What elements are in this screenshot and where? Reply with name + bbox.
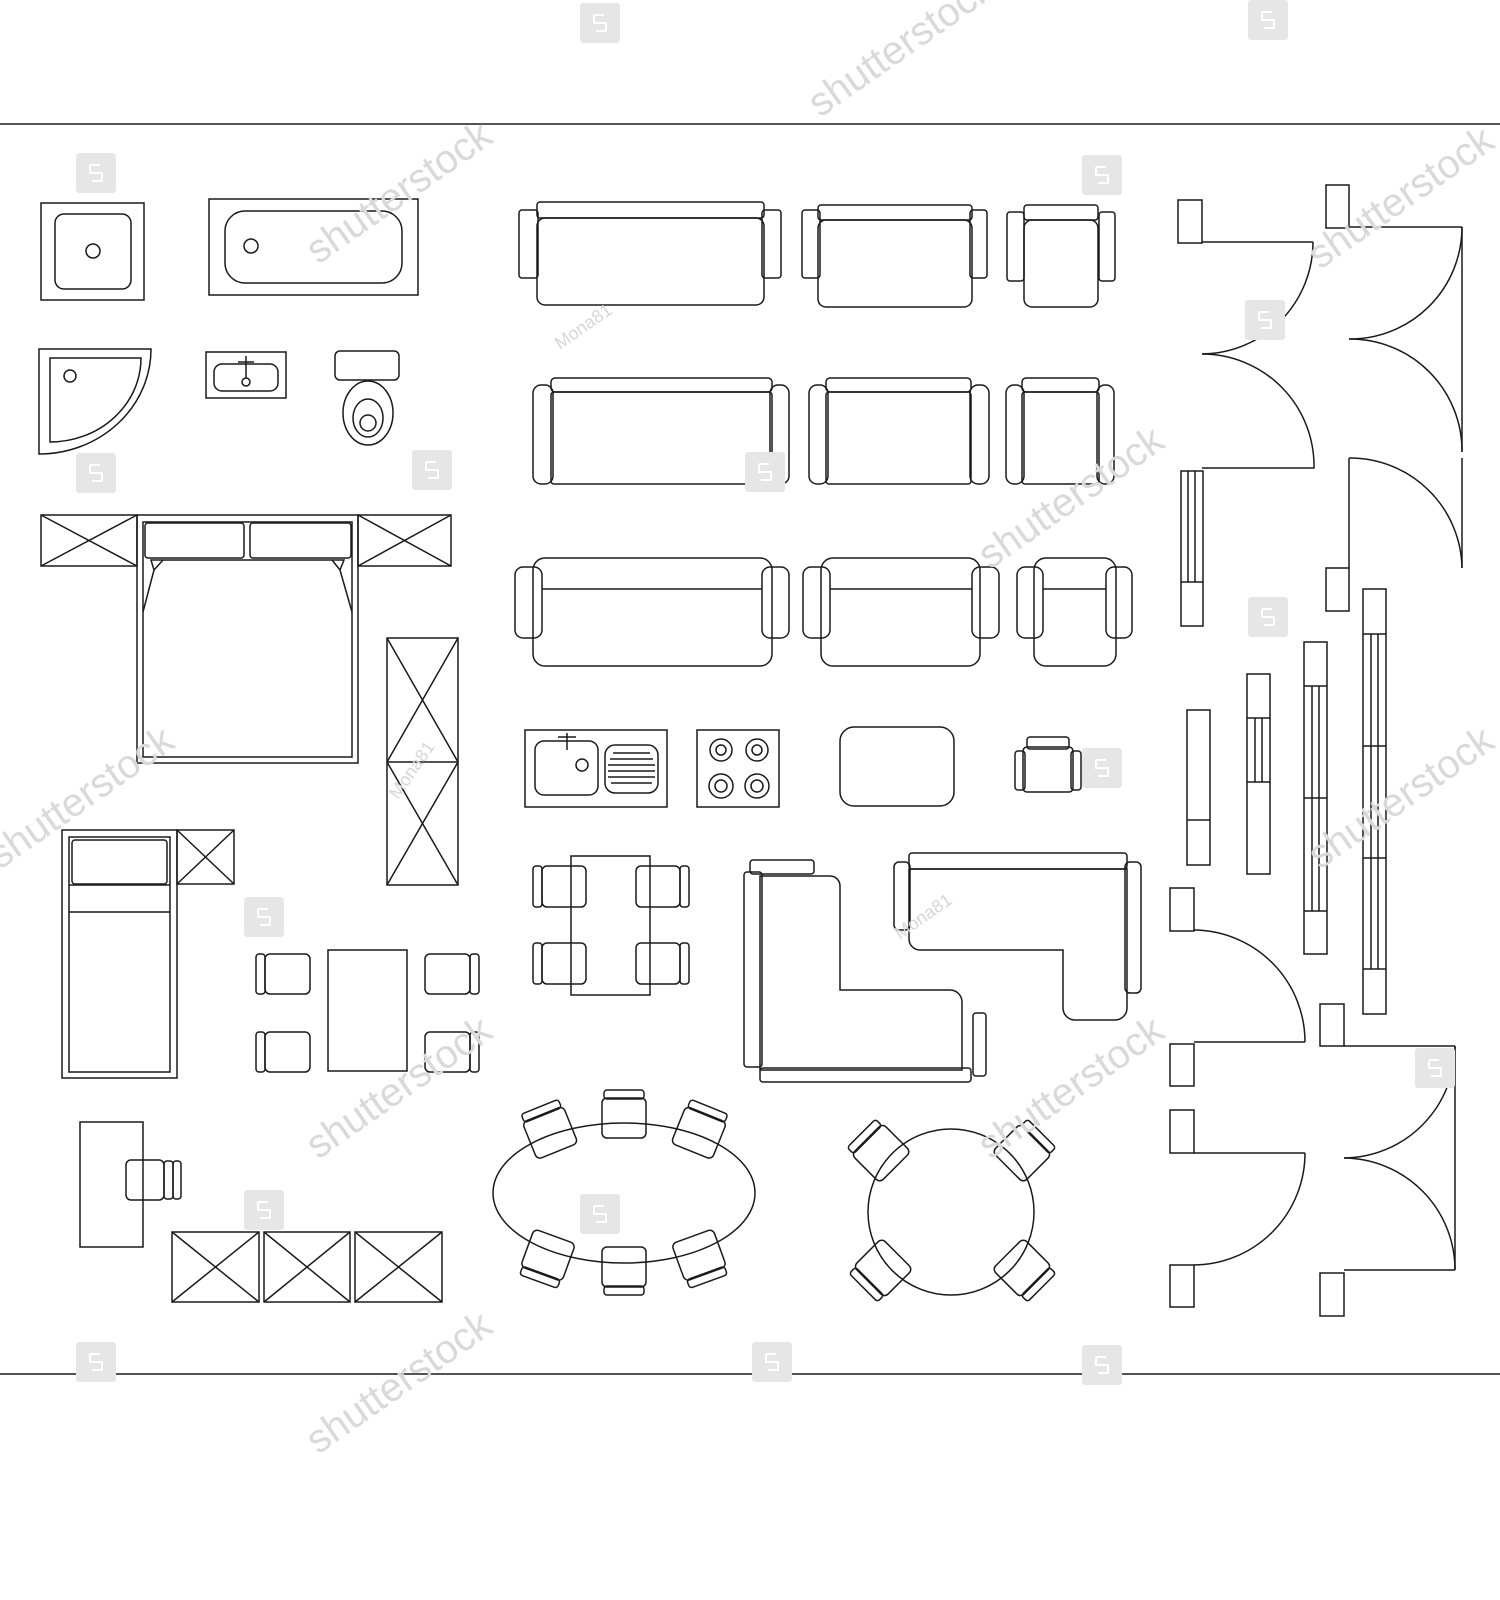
chair-icon — [671, 1099, 728, 1159]
watermark-logo — [745, 452, 785, 492]
watermark-logo — [1082, 155, 1122, 195]
door-swing-icon — [1201, 227, 1463, 469]
nightstand-icon — [176, 829, 235, 885]
watermark-text: shutterstock — [0, 717, 183, 877]
window-icon — [1246, 673, 1271, 875]
window-icon — [1186, 709, 1211, 866]
office-chair-icon — [125, 1159, 182, 1201]
watermark-text: shutterstock — [970, 417, 1173, 577]
sink-square-icon — [40, 202, 145, 301]
watermark-author: Mona81 — [551, 300, 616, 354]
watermark-logo — [1415, 1048, 1455, 1088]
rect-dining-set-icon — [532, 855, 690, 996]
nightstand-icon — [357, 514, 452, 567]
chair-icon — [849, 1239, 912, 1302]
double-door-icon — [1169, 1046, 1456, 1317]
watermark-logo — [1082, 1345, 1122, 1385]
wash-basin-icon — [205, 351, 287, 399]
window-icon — [1303, 641, 1328, 955]
door-swing-icon — [1325, 457, 1463, 612]
watermark-logo — [1082, 748, 1122, 788]
chair-icon — [521, 1099, 578, 1159]
watermark-text: shutterstock — [970, 1007, 1173, 1167]
watermark-logo — [76, 453, 116, 493]
kitchen-sink-icon — [524, 729, 668, 808]
chair-icon — [672, 1229, 728, 1289]
chair-icon — [993, 1119, 1056, 1182]
armchair-icon — [1016, 557, 1133, 667]
sofa-icon — [514, 557, 790, 667]
oval-dining-set-icon — [492, 1089, 756, 1296]
chair-icon — [532, 942, 587, 985]
wardrobe-icon — [386, 637, 459, 886]
watermark: shutterstock shutterstock shutterstock s… — [0, 0, 1500, 1462]
watermark-text: shutterstock — [1300, 717, 1500, 877]
watermark-logo — [1248, 0, 1288, 40]
chair-icon — [601, 1246, 647, 1296]
watermark-logo — [412, 450, 452, 490]
chair-icon — [424, 1031, 480, 1073]
watermark-text: shutterstock — [800, 0, 1003, 125]
watermark-logo — [580, 1194, 620, 1234]
sofa-icon — [532, 377, 790, 485]
watermark-logo — [76, 1342, 116, 1382]
watermark-text: shutterstock — [298, 1302, 501, 1462]
watermark-text: shutterstock — [298, 112, 501, 272]
single-bed-icon — [61, 829, 178, 1079]
chair-icon — [635, 865, 690, 908]
chair-icon — [1014, 736, 1082, 793]
cooktop-icon — [696, 729, 780, 808]
corner-sofa-icon — [893, 852, 1142, 1021]
watermark-author: Mona81 — [385, 738, 439, 803]
loveseat-icon — [802, 557, 1000, 667]
watermark-logo — [1245, 300, 1285, 340]
watermark-logo — [76, 153, 116, 193]
chair-icon — [255, 1031, 311, 1073]
chair-icon — [255, 953, 311, 995]
watermark-logo — [752, 1342, 792, 1382]
round-dining-set-icon — [847, 1119, 1056, 1302]
watermark-author: Mona81 — [891, 890, 956, 944]
door-swing-icon — [1169, 887, 1306, 1087]
desk-icon — [79, 1121, 144, 1248]
corner-shower-icon — [38, 348, 152, 455]
window-icon — [1180, 470, 1204, 627]
chair-icon — [635, 942, 690, 985]
watermark-logo — [244, 897, 284, 937]
chair-icon — [519, 1229, 575, 1289]
watermark-logo — [244, 1190, 284, 1230]
cabinet-icon — [171, 1231, 443, 1303]
nightstand-icon — [40, 514, 138, 567]
watermark-logo — [1248, 597, 1288, 637]
corner-sofa-icon — [743, 859, 987, 1083]
chair-icon — [847, 1119, 910, 1182]
chair-icon — [424, 953, 480, 995]
sofa-icon — [518, 201, 782, 306]
loveseat-icon — [808, 377, 990, 485]
chair-icon — [993, 1239, 1056, 1302]
watermark-logo — [580, 3, 620, 43]
loveseat-icon — [801, 204, 988, 308]
armchair-icon — [1006, 204, 1116, 308]
toilet-icon — [334, 350, 400, 446]
watermark-text: shutterstock — [1300, 117, 1500, 277]
chair-icon — [532, 865, 587, 908]
bathtub-icon — [208, 198, 419, 296]
chair-icon — [601, 1089, 647, 1139]
window-icon — [1362, 588, 1387, 1015]
table-icon — [839, 726, 955, 807]
double-bed-icon — [136, 514, 359, 764]
armchair-icon — [1005, 377, 1115, 485]
rect-dining-set-icon — [255, 949, 480, 1073]
